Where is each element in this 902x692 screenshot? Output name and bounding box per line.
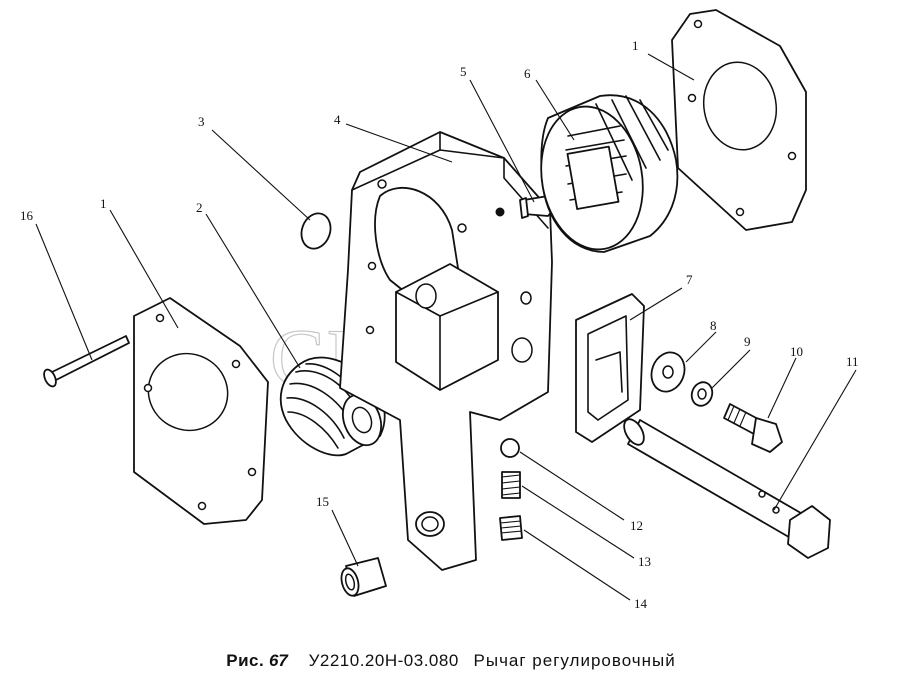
part-16-pin [43,335,130,388]
part-1-right-plate [671,9,807,231]
part-11-long-bolt [623,418,831,559]
callout-7: 7 [686,272,693,287]
figure-label: Рис. [226,651,265,670]
part-3-ring [300,212,332,250]
part-4-lever-body [339,131,553,571]
callout-3: 3 [198,114,205,129]
callout-2: 2 [196,200,203,215]
part-8-washer [650,351,686,393]
part-1-left-plate [133,297,269,525]
part-12-ball [500,438,520,458]
part-10-bolt [723,403,783,453]
callout-1-right: 1 [632,38,639,53]
leader-lines [35,53,857,601]
part-15-bushing [340,557,387,597]
callout-16: 16 [20,208,34,223]
callout-1-left: 1 [100,196,107,211]
part-7-plate [575,293,645,443]
part-9-nut [690,381,714,407]
part-code: У2210.20Н-03.080 [308,651,459,670]
figure-title: Рычаг регулировочный [473,651,676,670]
part-14-spring [499,515,523,541]
part-13-spring [501,471,521,499]
callout-14: 14 [634,596,648,611]
callout-13: 13 [638,554,651,569]
figure-number: 67 [268,651,288,670]
callout-6: 6 [524,66,531,81]
callout-8: 8 [710,318,717,333]
part-6-splined-wheel [540,94,679,253]
callout-numbers: 16 1 2 3 4 5 6 1 7 8 9 10 11 12 13 14 15 [20,38,859,611]
callout-4: 4 [334,112,341,127]
callout-15: 15 [316,494,329,509]
callout-10: 10 [790,344,803,359]
callout-12: 12 [630,518,643,533]
callout-5: 5 [460,64,467,79]
callout-9: 9 [744,334,751,349]
figure-caption: Рис. 67 У2210.20Н-03.080 Рычаг регулиров… [0,651,902,671]
callout-11: 11 [846,354,859,369]
